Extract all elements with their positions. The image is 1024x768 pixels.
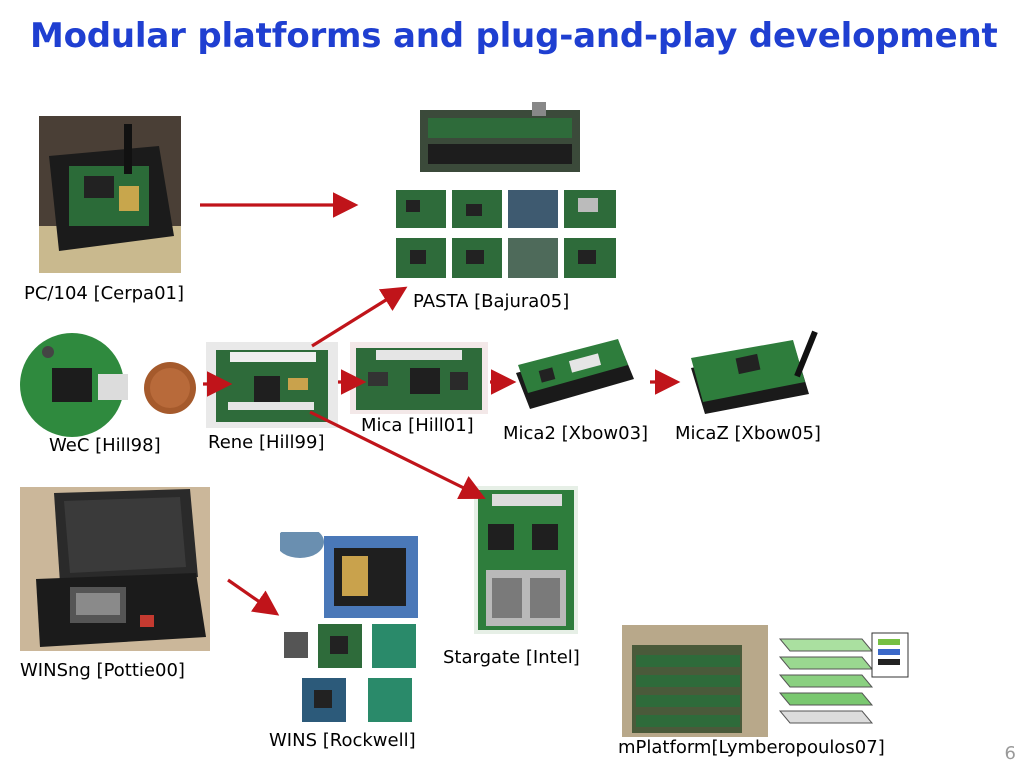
pasta-label: PASTA [Bajura05] — [413, 291, 570, 312]
wec-photo — [10, 330, 200, 438]
stargate-photo — [474, 486, 578, 634]
mplatform-photo — [622, 625, 912, 737]
arrow-winsng-to-wins — [227, 578, 280, 616]
stargate-label: Stargate [Intel] — [443, 647, 580, 668]
wins-label: WINS [Rockwell] — [269, 730, 416, 751]
winsng-label: WINSng [Pottie00] — [20, 660, 185, 681]
arrow-rene-to-stargate — [309, 410, 486, 499]
wins-photo — [280, 532, 420, 728]
mplatform-label: mPlatform[Lymberopoulos07] — [618, 737, 885, 758]
wec-label: WeC [Hill98] — [49, 435, 161, 456]
pc104-photo — [39, 116, 181, 273]
mica2-photo — [510, 335, 640, 420]
mica-label: Mica [Hill01] — [361, 415, 474, 436]
rene-label: Rene [Hill99] — [208, 432, 325, 453]
pasta-photo — [392, 100, 622, 283]
winsng-photo — [20, 487, 210, 651]
micaz-label: MicaZ [Xbow05] — [675, 423, 821, 444]
mica2-label: Mica2 [Xbow03] — [503, 423, 649, 444]
micaz-photo — [685, 326, 835, 418]
slide-title: Modular platforms and plug-and-play deve… — [30, 16, 998, 56]
page-number: 6 — [1004, 743, 1016, 764]
arrow-rene-to-pasta — [311, 286, 408, 348]
pc104-label: PC/104 [Cerpa01] — [24, 283, 185, 304]
mica-photo — [350, 342, 488, 414]
